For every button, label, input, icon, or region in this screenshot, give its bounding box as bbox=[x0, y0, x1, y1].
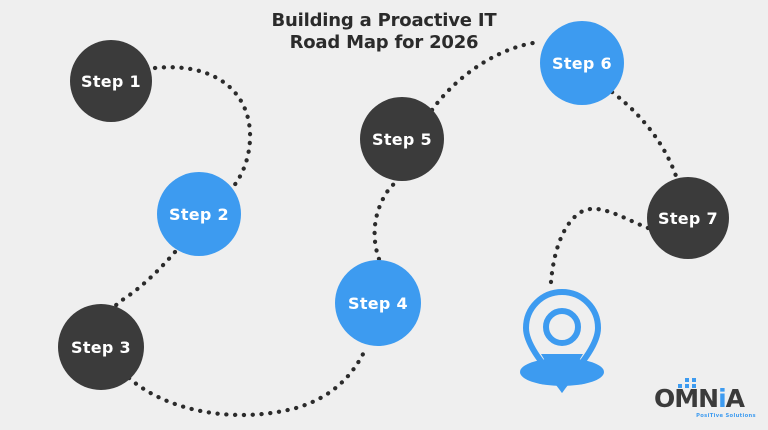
step-node-4[interactable]: Step 4 bbox=[335, 260, 421, 346]
connector-7-destination-path bbox=[548, 206, 651, 285]
step-node-1[interactable]: Step 1 bbox=[70, 40, 152, 122]
page-title: Building a Proactive IT Road Map for 202… bbox=[271, 10, 497, 53]
step-label-7: Step 7 bbox=[658, 208, 718, 228]
step-label-4: Step 4 bbox=[348, 293, 408, 313]
connector-6-7-path bbox=[609, 89, 679, 179]
logo-dots-icon bbox=[678, 378, 704, 390]
step-node-2[interactable]: Step 2 bbox=[157, 172, 241, 256]
step-label-2: Step 2 bbox=[169, 204, 229, 224]
logo-text-a: A bbox=[725, 384, 745, 413]
step-label-5: Step 5 bbox=[372, 129, 432, 149]
connector-1-2-path bbox=[152, 65, 253, 215]
step-node-3[interactable]: Step 3 bbox=[58, 304, 144, 390]
logo-text-i-accent: i bbox=[718, 384, 727, 413]
connector-3-4-path bbox=[126, 345, 369, 418]
logo-tagline: PosiTive Solutions bbox=[696, 412, 756, 419]
step-label-6: Step 6 bbox=[552, 53, 612, 73]
logo-text-mn: MN bbox=[674, 384, 719, 413]
step-label-3: Step 3 bbox=[71, 337, 131, 357]
connector-2-3-path bbox=[110, 249, 178, 311]
logo-wordmark: OMNiA bbox=[654, 384, 745, 413]
step-label-1: Step 1 bbox=[81, 71, 141, 91]
connector-4-5-path bbox=[372, 177, 402, 262]
step-node-6[interactable]: Step 6 bbox=[540, 21, 624, 105]
step-node-7[interactable]: Step 7 bbox=[647, 177, 729, 259]
map-pin-icon bbox=[520, 288, 604, 394]
logo-text-o: O bbox=[654, 384, 675, 413]
step-node-5[interactable]: Step 5 bbox=[360, 97, 444, 181]
omnia-logo: OMNiA PosiTive Solutions bbox=[654, 376, 758, 422]
